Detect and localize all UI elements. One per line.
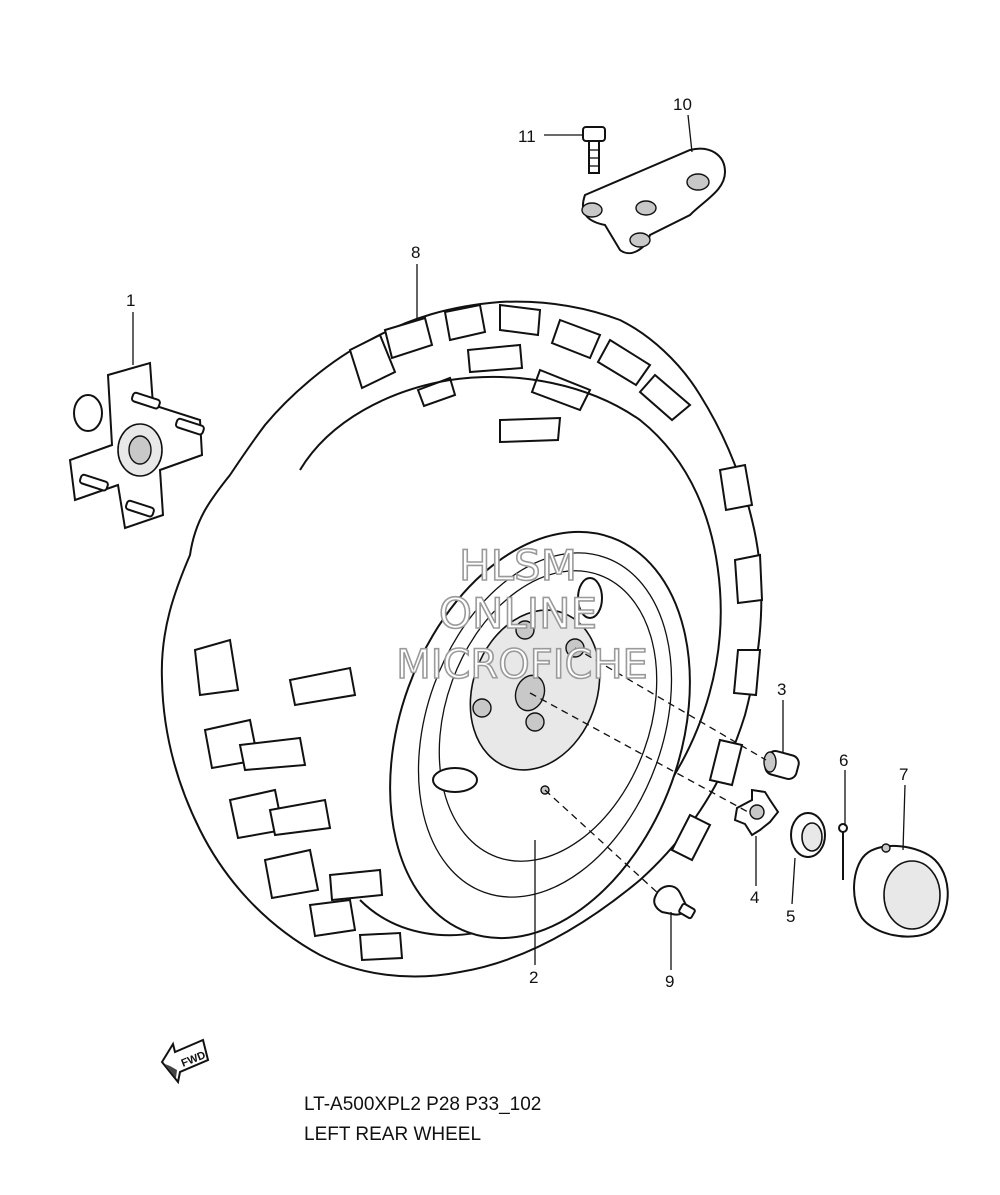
bracket-drawing [581, 147, 727, 255]
callout-3: 3 [777, 680, 786, 699]
diagram-title: LEFT REAR WHEEL [304, 1124, 482, 1145]
lock-washer-drawing [733, 788, 780, 837]
cotter-pin-drawing [838, 823, 848, 880]
bolt-drawing [582, 126, 606, 174]
diagram-code: LT-A500XPL2 P28 P33_102 [304, 1094, 542, 1115]
watermark-line-3: MICROFICHE [396, 642, 648, 688]
cap-nut-drawing [763, 750, 800, 780]
callout-8: 8 [411, 243, 420, 262]
callout-7: 7 [899, 765, 908, 784]
fwd-arrow: FWD [160, 1038, 210, 1085]
hub-drawing [68, 361, 205, 530]
callout-9: 9 [665, 972, 674, 991]
watermark-line-2: ONLINE [439, 589, 597, 638]
callout-6: 6 [839, 751, 848, 770]
callout-4: 4 [750, 888, 759, 907]
valve-stem-drawing [653, 885, 696, 920]
callout-1: 1 [126, 291, 135, 310]
hub-cap-drawing [853, 843, 949, 938]
watermark-line-1: HLSM [459, 541, 577, 590]
callout-11: 11 [518, 127, 536, 146]
callout-5: 5 [786, 907, 795, 926]
leader-lines [132, 114, 906, 970]
callout-10: 10 [673, 95, 692, 114]
callout-2: 2 [529, 968, 538, 987]
castle-nut-drawing [790, 812, 826, 858]
rim-drawing [389, 530, 691, 940]
